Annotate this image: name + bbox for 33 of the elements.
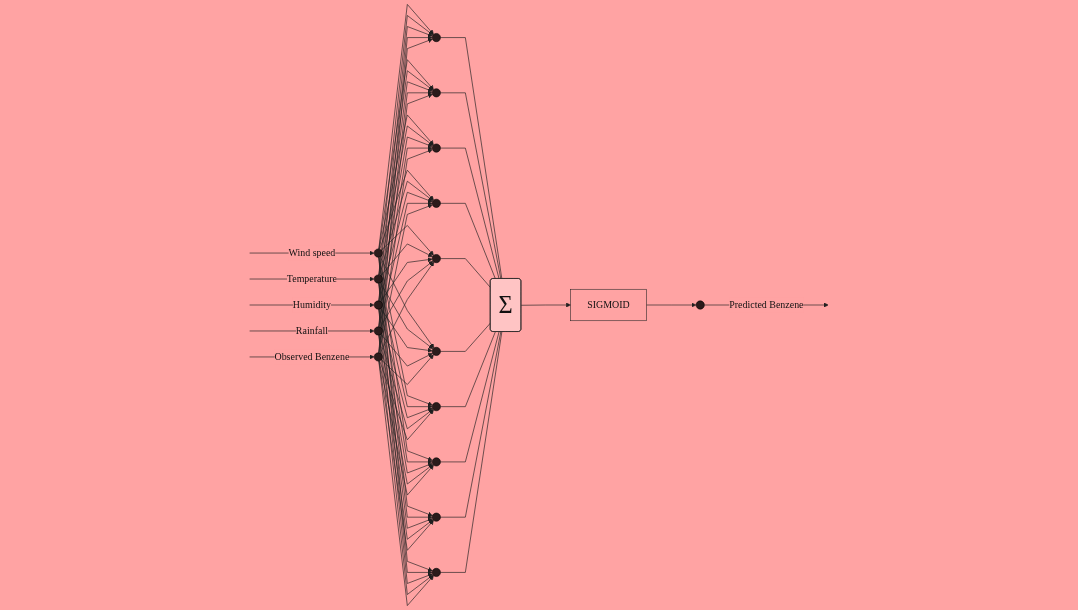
node-circle bbox=[431, 568, 441, 577]
node-circle bbox=[373, 352, 383, 362]
connector bbox=[440, 92, 502, 280]
connector bbox=[440, 258, 491, 288]
connector bbox=[440, 203, 496, 280]
node-circle bbox=[431, 402, 441, 412]
node-box: SIGMOID bbox=[570, 288, 647, 322]
edge-label: Predicted Benzene bbox=[729, 299, 804, 311]
node-circle bbox=[431, 33, 441, 42]
node-circle bbox=[373, 300, 383, 310]
node-circle bbox=[431, 347, 441, 356]
node-circle bbox=[431, 512, 441, 522]
edge-label: Temperature bbox=[286, 273, 337, 285]
connector bbox=[440, 331, 503, 573]
connector bbox=[440, 37, 503, 280]
connector bbox=[440, 331, 496, 407]
node-circle bbox=[695, 300, 705, 310]
connector bbox=[440, 322, 491, 352]
node-circle bbox=[431, 88, 441, 98]
node-circle bbox=[431, 254, 441, 263]
edge-label: Observed Benzene bbox=[274, 351, 350, 363]
node-circle bbox=[431, 143, 441, 153]
connector bbox=[440, 331, 500, 463]
edge-label: Rainfall bbox=[295, 325, 328, 337]
connector bbox=[440, 147, 500, 280]
edge-label: Wind speed bbox=[288, 247, 336, 259]
connector bbox=[440, 331, 502, 518]
node-circle bbox=[373, 326, 383, 336]
node-circle bbox=[431, 457, 441, 467]
node-circle bbox=[373, 274, 383, 284]
node-circle bbox=[373, 248, 383, 258]
node-circle bbox=[431, 198, 441, 208]
edge-label: Humidity bbox=[292, 299, 331, 311]
